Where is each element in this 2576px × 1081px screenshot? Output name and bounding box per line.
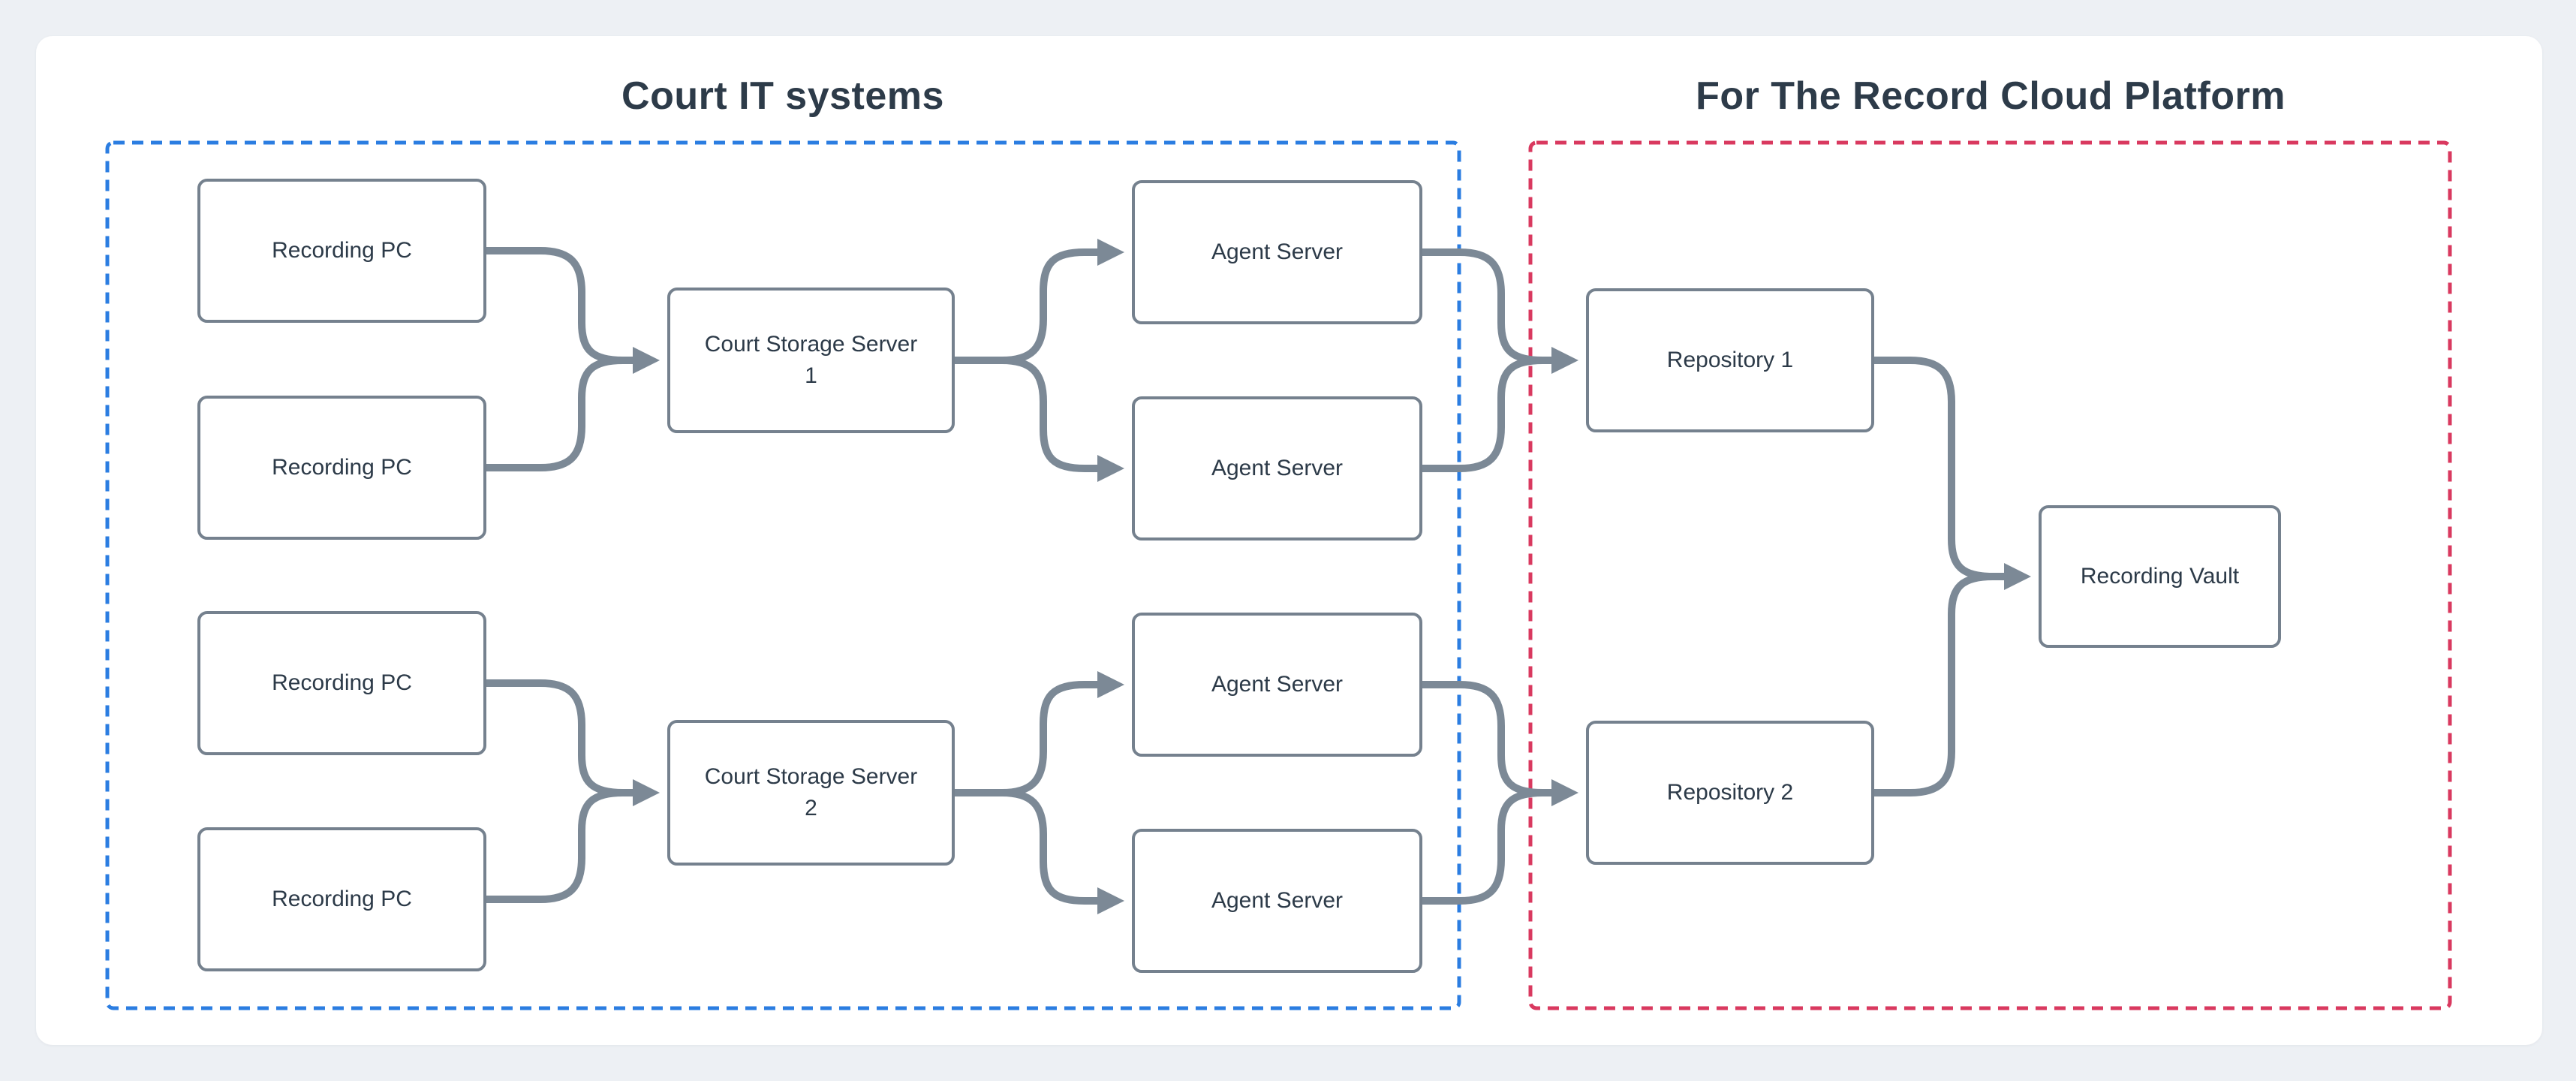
connector-r2-to-vault xyxy=(1870,573,1997,796)
connector-ss1-to-as2 xyxy=(951,357,1124,482)
node-r2: Repository 2 xyxy=(1586,721,1874,865)
node-as4: Agent Server xyxy=(1132,829,1422,973)
court-group-border xyxy=(105,140,1461,1010)
connector-ss1-to-as1 xyxy=(951,239,1124,364)
node-label: Recording PC xyxy=(272,455,412,480)
connector-pc1-to-ss1 xyxy=(483,247,627,364)
node-pc1: Recording PC xyxy=(197,179,486,323)
connector-pc4-to-ss2 xyxy=(483,789,627,903)
connector-pc2-to-ss1 xyxy=(483,357,627,471)
court-it-systems-title: Court IT systems xyxy=(621,74,944,118)
connector-pc3-to-ss2 xyxy=(483,679,627,796)
node-pc3: Recording PC xyxy=(197,611,486,755)
node-pc4: Recording PC xyxy=(197,827,486,971)
connector-r1-to-vault xyxy=(1870,357,1997,580)
ftr-group-border xyxy=(1528,140,2452,1010)
node-r1: Repository 1 xyxy=(1586,288,1874,432)
connector-ss2-to-as4 xyxy=(951,789,1124,914)
node-as2: Agent Server xyxy=(1132,396,1422,540)
node-label: Repository 2 xyxy=(1666,780,1794,805)
node-label: Agent Server xyxy=(1211,672,1344,697)
node-label: Agent Server xyxy=(1211,239,1344,264)
node-label: Agent Server xyxy=(1211,456,1344,480)
node-as1: Agent Server xyxy=(1132,180,1422,324)
node-pc2: Recording PC xyxy=(197,396,486,540)
node-label: Recording Vault xyxy=(2080,564,2240,589)
connector-as2-to-r1 xyxy=(1419,357,1546,472)
node-label: Agent Server xyxy=(1211,888,1344,913)
node-label: Recording PC xyxy=(272,887,412,911)
connector-as3-to-r2 xyxy=(1419,681,1546,796)
connector-as4-to-r2 xyxy=(1419,789,1546,905)
node-label: Recording PC xyxy=(272,238,412,263)
node-label: Repository 1 xyxy=(1666,348,1794,372)
connector-as1-to-r1 xyxy=(1419,248,1546,364)
node-label: Recording PC xyxy=(272,670,412,695)
node-as3: Agent Server xyxy=(1132,613,1422,757)
node-vault: Recording Vault xyxy=(2039,505,2281,648)
connector-ss2-to-as3 xyxy=(951,671,1124,796)
ftr-cloud-platform-title: For The Record Cloud Platform xyxy=(1696,74,2286,118)
